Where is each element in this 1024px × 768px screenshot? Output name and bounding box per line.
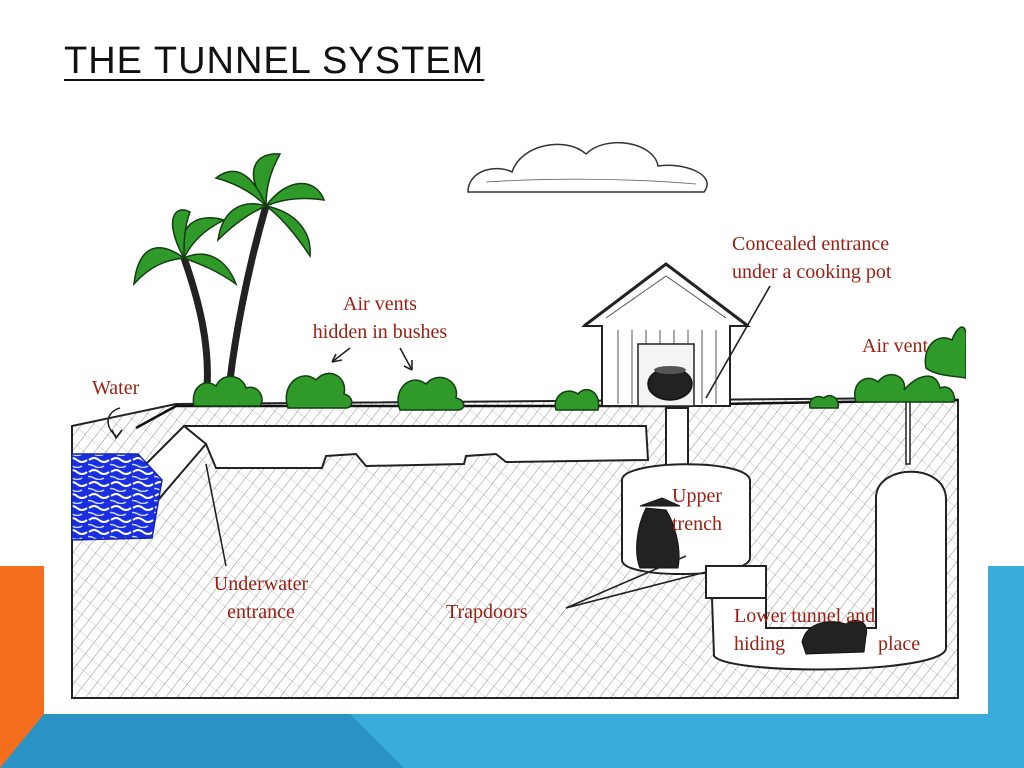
tunnel-diagram [71, 141, 966, 699]
label-air-vents-line2: hidden in bushes [312, 321, 448, 343]
label-lower-tunnel-line1: Lower tunnel and [734, 605, 876, 627]
label-lower-tunnel: Lower tunnel and hiding place [734, 602, 934, 658]
label-concealed-line1: Concealed entrance [732, 233, 890, 255]
blue-accent-wedge [0, 714, 404, 768]
label-air-vents: Air vents hidden in bushes [290, 290, 470, 346]
label-air-vents-line1: Air vents [343, 293, 417, 315]
label-lower-tunnel-hiding: hiding [734, 633, 786, 655]
air-vent-shaft [905, 399, 911, 465]
crouching-figure-upper [636, 497, 681, 569]
label-underwater-line1: Underwater [213, 573, 309, 595]
label-air-vent: Air vent [862, 335, 929, 357]
label-underwater-entrance: Underwater entrance [196, 570, 326, 626]
label-upper-trench: Upper trench [672, 482, 722, 538]
palm-trees [132, 153, 326, 399]
slide-title: THE TUNNEL SYSTEM [64, 40, 485, 82]
label-underwater-line2: entrance [227, 601, 295, 623]
label-upper-trench-line2: trench [672, 513, 722, 535]
label-arrows [107, 285, 771, 609]
label-lower-tunnel-line2: hiding place [734, 630, 934, 658]
label-lower-tunnel-place: place [878, 633, 921, 655]
label-concealed-entrance: Concealed entrance under a cooking pot [732, 230, 891, 286]
cloud [467, 141, 708, 193]
water [71, 453, 163, 541]
label-concealed-line2: under a cooking pot [732, 261, 892, 283]
lower-chamber [710, 470, 947, 671]
bushes [192, 326, 966, 411]
label-upper-trench-line1: Upper [672, 485, 722, 507]
crouching-figure-lower [801, 620, 868, 655]
entrance-shaft [665, 407, 689, 469]
label-trapdoors: Trapdoors [446, 601, 528, 623]
horizontal-tunnel [184, 425, 650, 469]
label-water: Water [92, 377, 140, 399]
